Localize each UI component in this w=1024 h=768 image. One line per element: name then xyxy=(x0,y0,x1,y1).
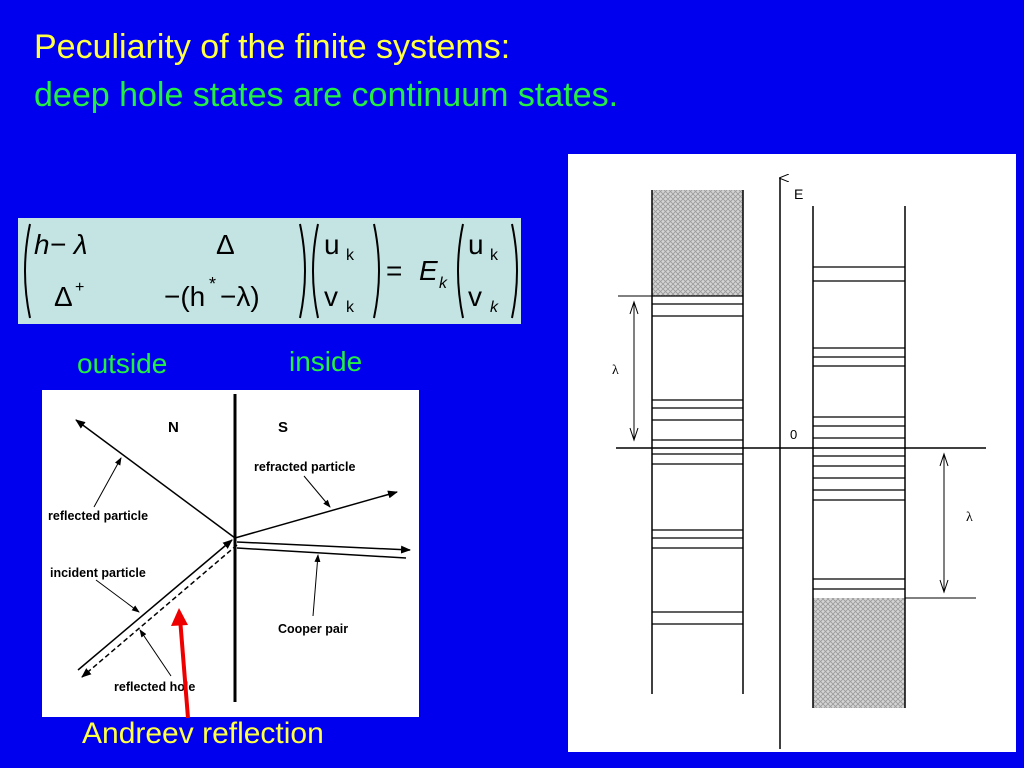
label-andreev-reflection: Andreev reflection xyxy=(82,717,324,750)
vector2-right-paren xyxy=(511,223,518,319)
pointer-cooper-pair xyxy=(312,554,321,617)
andreev-diagram: N S refracted particle reflected particl… xyxy=(48,394,411,702)
vector-u: u xyxy=(324,229,340,260)
label-cooper-pair: Cooper pair xyxy=(278,622,348,636)
equals-sign: = xyxy=(386,255,402,286)
matrix-m21-sup: + xyxy=(75,279,84,296)
label-refracted-particle: refracted particle xyxy=(254,460,355,474)
energy-e-sub: k xyxy=(439,275,448,292)
red-pointer-arrow xyxy=(171,608,190,719)
matrix-m11: h− λ xyxy=(34,229,87,260)
bdg-equation: h− λ Δ Δ + −(h * −λ) u k v k = E k u k v… xyxy=(24,223,518,319)
bdg-equation-box: h− λ Δ Δ + −(h * −λ) u k v k = E k u k v… xyxy=(18,218,521,324)
inside-levels xyxy=(813,266,905,590)
vector2-left-paren xyxy=(457,223,464,319)
matrix-m22-pre: −(h xyxy=(164,281,205,312)
vector-left-paren xyxy=(312,223,319,319)
lower-continuum xyxy=(813,598,905,708)
slide-title-line2: deep hole states are continuum states. xyxy=(34,76,619,114)
upper-continuum xyxy=(652,190,743,296)
matrix-m12: Δ xyxy=(216,229,235,260)
pointer-refracted xyxy=(303,475,331,508)
matrix-left-paren xyxy=(24,223,31,319)
vector-v: v xyxy=(324,281,338,312)
label-reflected-particle: reflected particle xyxy=(48,509,148,523)
cooper-pair-ray-1 xyxy=(236,541,411,554)
energy-axis-label: E xyxy=(794,186,803,202)
pointer-reflected-particle xyxy=(93,457,122,508)
vector2-v-sub: k xyxy=(490,299,499,316)
level-diagram-panel: E 0 xyxy=(568,154,1016,752)
pointer-incident xyxy=(95,579,140,613)
lambda-lower-label: λ xyxy=(966,510,973,525)
reflected-hole-ray xyxy=(81,544,238,678)
vector2-u-sub: k xyxy=(490,247,499,264)
region-s-label: S xyxy=(278,419,288,436)
reflected-particle-ray xyxy=(75,419,236,539)
label-outside: outside xyxy=(77,348,168,379)
vector-right-paren xyxy=(373,223,380,319)
label-incident-particle: incident particle xyxy=(50,566,146,580)
outside-levels xyxy=(652,295,743,625)
andreev-diagram-panel: N S refracted particle reflected particl… xyxy=(42,390,419,717)
matrix-m21: Δ xyxy=(54,281,73,312)
level-diagram: E 0 xyxy=(612,154,986,749)
label-inside: inside xyxy=(289,346,363,377)
matrix-m22-post: −λ) xyxy=(220,281,260,312)
incident-particle-ray xyxy=(77,539,233,671)
lambda-upper-label: λ xyxy=(612,363,619,378)
vector2-v: v xyxy=(468,281,482,312)
slide-title-line1: Peculiarity of the finite systems: xyxy=(34,28,511,66)
label-reflected-hole: reflected hole xyxy=(114,680,195,694)
energy-e: E xyxy=(419,255,438,286)
pointer-reflected-hole xyxy=(139,629,172,677)
matrix-m22-sup: * xyxy=(209,274,216,294)
refracted-particle-ray xyxy=(234,490,398,539)
cooper-pair-ray-2 xyxy=(236,547,407,559)
region-n-label: N xyxy=(168,419,179,436)
vector-v-sub: k xyxy=(346,299,355,316)
matrix-right-paren xyxy=(299,223,306,319)
zero-label: 0 xyxy=(790,427,797,442)
vector-u-sub: k xyxy=(346,247,355,264)
vector2-u: u xyxy=(468,229,484,260)
